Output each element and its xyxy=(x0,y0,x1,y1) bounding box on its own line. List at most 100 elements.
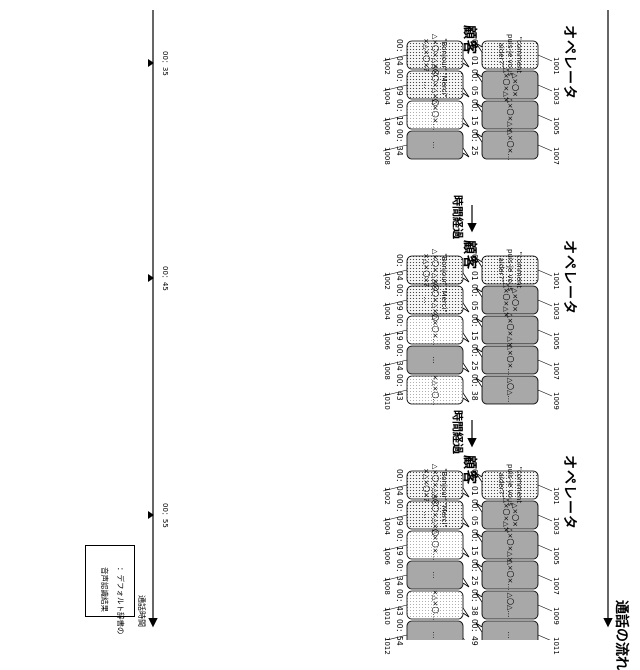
customer-utterance-text: "Merci" △×〇×△×〇 … xyxy=(407,501,463,529)
operator-utterance-time: 00：05 xyxy=(469,499,480,526)
reference-leader-line xyxy=(538,605,552,611)
diagram-lines xyxy=(0,0,640,640)
customer-reference-number: 1002 xyxy=(383,272,391,290)
operator-utterance-text: "comment puis-je vous aider?" xyxy=(482,256,538,284)
customer-utterance-time: 00：43 xyxy=(394,374,405,401)
legend-recognition-result: 音声認識結果 xyxy=(99,567,110,612)
reference-leader-line xyxy=(538,115,552,121)
customer-utterance-time: 00：34 xyxy=(394,559,405,586)
operator-reference-number: 1003 xyxy=(552,517,560,535)
customer-utterance-text: "Merci" △×〇×△×〇 … xyxy=(407,286,463,314)
customer-utterance-text: ×△×〇… xyxy=(407,376,463,404)
operator-utterance-text: … xyxy=(482,621,538,649)
operator-utterance-time: 00：25 xyxy=(469,559,480,586)
operator-utterance-time: 00：15 xyxy=(469,99,480,126)
reference-leader-line xyxy=(538,300,552,306)
operator-utterance-text: "comment puis-je vous aider?" xyxy=(482,41,538,69)
operator-reference-number: 1001 xyxy=(552,57,560,75)
operator-utterance-text: △×〇×△× xyxy=(482,316,538,344)
customer-utterance-time: 00：43 xyxy=(394,589,405,616)
legend-box xyxy=(85,545,135,617)
customer-utterance-text: ×△×〇… xyxy=(407,591,463,619)
customer-utterance-time: 00：04 xyxy=(394,469,405,496)
customer-utterance-time: 00：34 xyxy=(394,344,405,371)
operator-reference-number: 1003 xyxy=(552,87,560,105)
customer-utterance-time: 00：19 xyxy=(394,314,405,341)
reference-leader-line xyxy=(538,515,552,521)
operator-lane-label: オペレータ xyxy=(560,455,580,530)
reference-leader-line xyxy=(538,390,552,396)
operator-utterance-time: 00：01 xyxy=(469,39,480,66)
reference-leader-line xyxy=(538,485,552,491)
reference-leader-line xyxy=(538,545,552,551)
operator-reference-number: 1007 xyxy=(552,362,560,380)
operator-utterance-text: △×〇×△× xyxy=(482,531,538,559)
time-tick-label: 00：45 xyxy=(160,266,170,291)
reference-leader-line xyxy=(538,330,552,336)
customer-utterance-text: … xyxy=(407,621,463,649)
customer-utterance-time: 00：09 xyxy=(394,499,405,526)
reference-leader-line xyxy=(538,360,552,366)
operator-utterance-time: 00：01 xyxy=(469,254,480,281)
reference-leader-line xyxy=(538,575,552,581)
call-flow-label: 通話の流れ xyxy=(612,600,632,670)
customer-utterance-text: … xyxy=(407,561,463,589)
operator-lane-label: オペレータ xyxy=(560,240,580,315)
operator-utterance-time: 00：01 xyxy=(469,469,480,496)
operator-utterance-text: △×〇×△× xyxy=(482,101,538,129)
customer-utterance-time: 00：19 xyxy=(394,529,405,556)
customer-utterance-time: 00：54 xyxy=(394,619,405,646)
operator-utterance-text: △×〇×… xyxy=(482,346,538,374)
customer-utterance-text: △×〇×… xyxy=(407,101,463,129)
customer-utterance-time: 00：09 xyxy=(394,284,405,311)
time-elapsed-label: 時間経過 xyxy=(450,410,466,454)
operator-utterance-text: △〇△… xyxy=(482,591,538,619)
call-time-label: 通話時間 xyxy=(136,595,147,627)
reference-leader-line xyxy=(538,55,552,61)
operator-utterance-time: 00：25 xyxy=(469,344,480,371)
operator-reference-number: 1003 xyxy=(552,302,560,320)
reference-leader-line xyxy=(538,145,552,151)
operator-lane-label: オペレータ xyxy=(560,25,580,100)
customer-reference-number: 1004 xyxy=(383,302,391,320)
operator-utterance-text: "comment puis-je vous aider?" xyxy=(482,471,538,499)
operator-utterance-time: 00：38 xyxy=(469,374,480,401)
operator-utterance-text: △×〇× △×〇×△× xyxy=(482,71,538,99)
operator-utterance-time: 00：05 xyxy=(469,69,480,96)
time-tick-label: 00：35 xyxy=(160,51,170,76)
operator-reference-number: 1005 xyxy=(552,547,560,565)
customer-utterance-text: … xyxy=(407,346,463,374)
customer-reference-number: 1004 xyxy=(383,87,391,105)
customer-reference-number: 1006 xyxy=(383,547,391,565)
customer-reference-number: 1006 xyxy=(383,117,391,135)
diagram-stage: 通話の流れ通話時間00：3500：4500：55オペレータ顧客"comment … xyxy=(0,0,640,640)
operator-utterance-time: 00：15 xyxy=(469,314,480,341)
operator-utterance-text: △×〇× △×〇×△× xyxy=(482,286,538,314)
operator-utterance-time: 00：25 xyxy=(469,129,480,156)
operator-reference-number: 1009 xyxy=(552,607,560,625)
customer-reference-number: 1002 xyxy=(383,487,391,505)
operator-reference-number: 1005 xyxy=(552,332,560,350)
operator-reference-number: 1001 xyxy=(552,272,560,290)
customer-utterance-text: "Merci" △×〇×△×〇 … xyxy=(407,71,463,99)
operator-reference-number: 1005 xyxy=(552,117,560,135)
customer-utterance-text: … xyxy=(407,131,463,159)
operator-utterance-text: △〇△… xyxy=(482,376,538,404)
reference-leader-line xyxy=(538,270,552,276)
operator-reference-number: 1007 xyxy=(552,147,560,165)
operator-reference-number: 1001 xyxy=(552,487,560,505)
customer-utterance-text: △×〇×… xyxy=(407,316,463,344)
customer-utterance-time: 00：04 xyxy=(394,39,405,66)
operator-utterance-text: △×〇×… xyxy=(482,561,538,589)
customer-reference-number: 1008 xyxy=(383,362,391,380)
customer-utterance-time: 00：19 xyxy=(394,99,405,126)
customer-reference-number: 1008 xyxy=(383,577,391,595)
customer-reference-number: 1006 xyxy=(383,332,391,350)
customer-utterance-text: △×〇×… xyxy=(407,531,463,559)
customer-reference-number: 1010 xyxy=(383,392,391,410)
operator-utterance-text: △×〇× △×〇×△× xyxy=(482,501,538,529)
customer-reference-number: 1010 xyxy=(383,607,391,625)
customer-reference-number: 1008 xyxy=(383,147,391,165)
customer-utterance-time: 00：09 xyxy=(394,69,405,96)
operator-utterance-time: 00：15 xyxy=(469,529,480,556)
